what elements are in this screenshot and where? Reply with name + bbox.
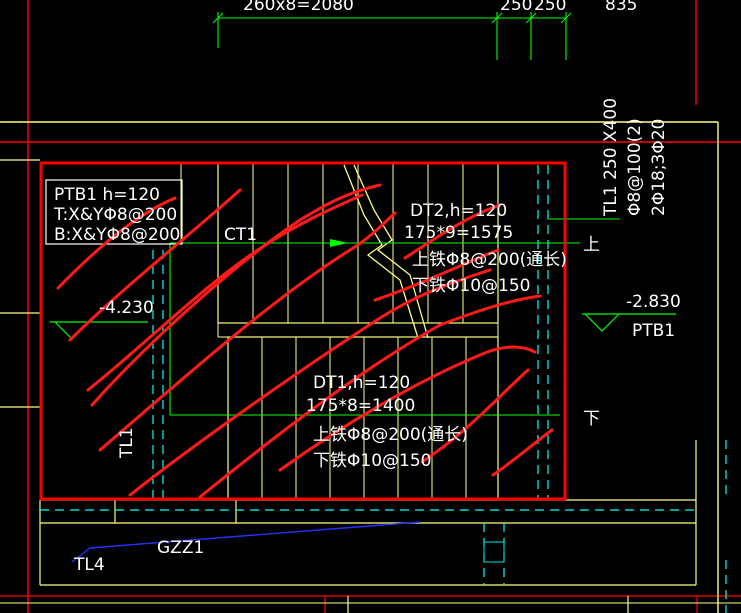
dt1-line4: 下铁Φ10@150 [313, 451, 431, 471]
elevation-marker-left [50, 321, 148, 340]
dt1-line2: 175*8=1400 [306, 396, 415, 416]
gzz1-beam-line [89, 521, 421, 549]
cyan-dashed-lines [40, 165, 727, 613]
lower-flight [217, 323, 499, 501]
dt2-line2: 175*9=1575 [404, 223, 513, 243]
tl1-vertical-line2: Φ8@100(2) [625, 118, 645, 216]
ptb1-note-line3: B:X&YΦ8@200 [54, 225, 180, 245]
dt2-line3: 上铁Φ8@200(通长) [412, 250, 567, 270]
ct1-label: CT1 [224, 225, 257, 245]
tl4-label: TL4 [73, 555, 105, 575]
gzz1-label: GZZ1 [157, 538, 204, 558]
green-lines [169, 12, 620, 416]
dt1-line1: DT1,h=120 [313, 373, 410, 393]
tl1-label: TL1 [117, 427, 137, 459]
ptb1-note-line1: PTB1 h=120 [54, 185, 160, 205]
dt2-line1: DT2,h=120 [410, 201, 507, 221]
ptb1-right-label: PTB1 [632, 321, 675, 341]
ptb1-note-line2: T:X&YΦ8@200 [53, 205, 177, 225]
dim-label-4: 835 [605, 0, 637, 15]
up-label: 上 [583, 235, 600, 255]
dt1-line3: 上铁Φ8@200(通长) [313, 425, 468, 445]
dim-label-3: 250 [534, 0, 566, 15]
elevation-marker-right [582, 313, 676, 332]
tl1-vertical-line3: 2Φ18;3Φ20 [649, 119, 669, 216]
tl1-vertical-line1: TL1 250 X400 [601, 98, 621, 217]
dim-label-2: 250 [500, 0, 532, 15]
elevation-right-label: -2.830 [626, 292, 681, 312]
red-hatch-marks [56, 183, 554, 499]
red-highlight-frame [39, 161, 567, 501]
ptb1-note-box [45, 179, 183, 245]
down-label: 下 [583, 409, 600, 429]
dt2-line4: 下铁Φ10@150 [412, 276, 530, 296]
elevation-left-label: -4.230 [99, 298, 154, 318]
dim-label-1: 260x8=2080 [243, 0, 354, 15]
text-labels: 260x8=2080 250 250 835 PTB1 h=120 T:X&YΦ… [53, 0, 681, 575]
